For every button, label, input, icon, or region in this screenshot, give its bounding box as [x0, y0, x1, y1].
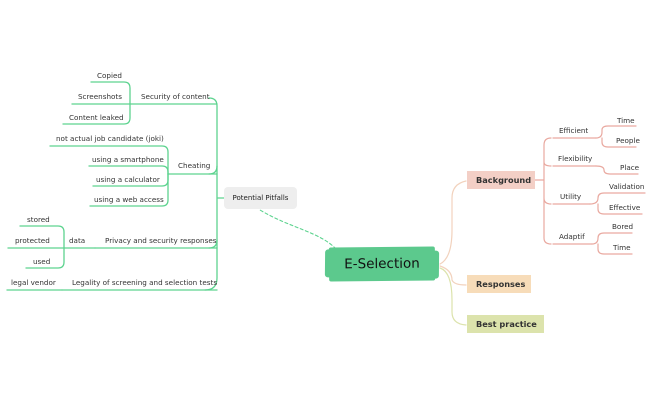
- people-label[interactable]: People: [616, 136, 640, 145]
- utility-label[interactable]: Utility: [560, 192, 582, 201]
- connector-to-background: [439, 180, 467, 265]
- time-label-2[interactable]: Time: [613, 243, 631, 252]
- connector-to-responses: [439, 265, 467, 286]
- legal-vendor-label[interactable]: legal vendor: [11, 278, 56, 287]
- content-leaked-label[interactable]: Content leaked: [69, 113, 124, 122]
- time-label-1[interactable]: Time: [617, 116, 635, 125]
- web-access-label[interactable]: using a web access: [94, 195, 164, 204]
- responses-label: Responses: [476, 279, 526, 289]
- background-branch[interactable]: Background: [467, 171, 535, 189]
- pitfalls-node[interactable]: Potential Pitfalls: [224, 187, 297, 209]
- spine: [204, 97, 218, 291]
- data-label[interactable]: data: [69, 236, 86, 245]
- best-practice-label: Best practice: [476, 319, 537, 329]
- central-topic-label: E-Selection: [344, 255, 420, 273]
- effective-label[interactable]: Effective: [609, 203, 641, 212]
- responses-branch[interactable]: Responses: [467, 275, 531, 293]
- smartphone-label[interactable]: using a smartphone: [92, 155, 164, 164]
- protected-label[interactable]: protected: [15, 236, 50, 245]
- used-label[interactable]: used: [33, 257, 51, 266]
- pitfalls-label: Potential Pitfalls: [232, 194, 289, 202]
- calculator-label[interactable]: using a calculator: [96, 175, 160, 184]
- best-practice-branch[interactable]: Best practice: [467, 315, 544, 333]
- joki-label[interactable]: not actual job candidate (joki): [56, 134, 164, 143]
- connector-to-best: [439, 267, 467, 326]
- flexibility-label[interactable]: Flexibility: [558, 154, 593, 163]
- legality-label[interactable]: Legality of screening and selection test…: [72, 278, 218, 287]
- central-topic[interactable]: E-Selection: [328, 246, 436, 282]
- validation-label[interactable]: Validation: [609, 182, 645, 191]
- bored-label[interactable]: Bored: [612, 222, 634, 231]
- cheating-label[interactable]: Cheating: [178, 161, 211, 170]
- screenshots-label[interactable]: Screenshots: [78, 92, 122, 101]
- efficient-label[interactable]: Efficient: [559, 126, 589, 135]
- adaptif-label[interactable]: Adaptif: [559, 232, 585, 241]
- privacy-security-label[interactable]: Privacy and security responses: [105, 236, 217, 245]
- security-of-content-label[interactable]: Security of content: [141, 92, 210, 101]
- place-label[interactable]: Place: [620, 163, 640, 172]
- stored-label[interactable]: stored: [27, 215, 50, 224]
- background-label: Background: [476, 175, 532, 185]
- copied-label[interactable]: Copied: [97, 71, 122, 80]
- connector-central-pitfalls: [259, 209, 337, 250]
